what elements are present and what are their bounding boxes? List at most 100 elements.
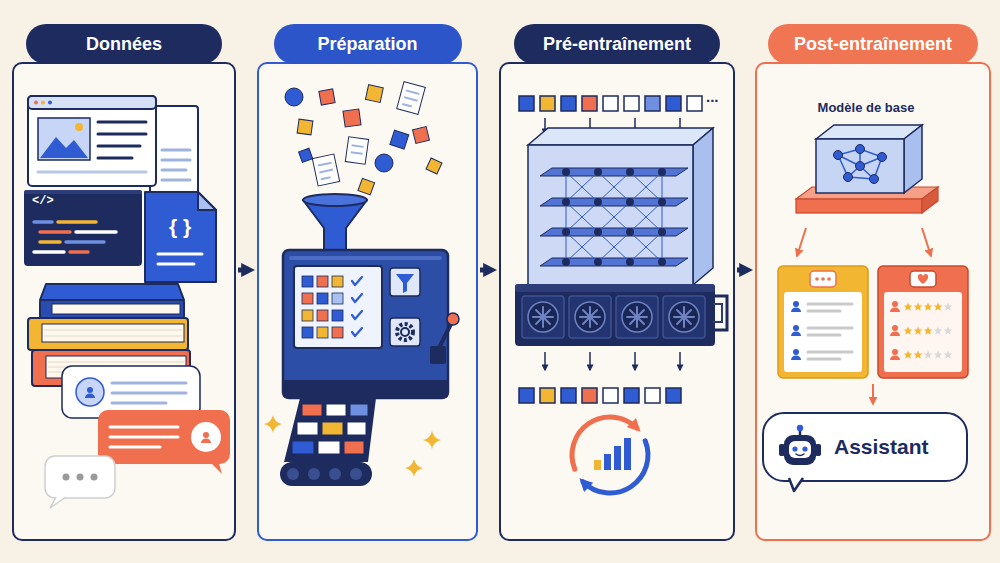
- model-label: Modèle de base: [818, 100, 915, 115]
- neural-network-block: [626, 228, 634, 236]
- branch-arrow: [922, 228, 931, 256]
- funnel: [303, 200, 367, 252]
- book-stack: [52, 304, 180, 314]
- rating-card: [924, 303, 933, 311]
- neural-network-block: [594, 228, 602, 236]
- raw-data-pieces: [404, 97, 418, 101]
- token-row: [624, 388, 639, 403]
- token-row: [519, 96, 702, 111]
- instruction-card: [810, 271, 836, 287]
- token-row: [519, 96, 534, 111]
- robot-icon: [797, 425, 803, 431]
- gpu-rack: [522, 296, 705, 338]
- typing-bubble: [63, 474, 70, 481]
- neural-network-block: [528, 128, 713, 285]
- flow-tick: [589, 352, 591, 370]
- rating-card: [904, 303, 953, 359]
- cube-icon: [792, 121, 940, 221]
- neural-network-block: [566, 232, 662, 262]
- typing-bubble: [50, 497, 66, 508]
- rating-card: [904, 327, 913, 335]
- raw-data-pieces: [345, 137, 368, 165]
- document-icon: [162, 169, 186, 172]
- branch-arrow: [872, 384, 874, 404]
- conveyor-belt: [344, 441, 364, 454]
- gpu-rack: [622, 302, 652, 332]
- flow-arrow: [238, 268, 244, 273]
- raw-data-pieces: [312, 154, 339, 186]
- processing-machine: [302, 310, 313, 321]
- neural-network-block: [594, 168, 602, 176]
- rating-card: [944, 327, 953, 335]
- chat-bubble: [110, 446, 160, 449]
- neural-network-block: [540, 198, 688, 206]
- gpu-rack: [515, 284, 715, 292]
- chat-bubble: [98, 410, 230, 474]
- token-row: [582, 96, 597, 111]
- code-editor-icon: [24, 190, 142, 266]
- flow-tick: [679, 352, 681, 370]
- instruction-card: [821, 277, 825, 281]
- processing-machine: [332, 310, 343, 321]
- gpu-rack: [627, 307, 647, 327]
- token-row: [561, 96, 576, 111]
- rating-card: [904, 303, 913, 311]
- robot-icon: [796, 454, 804, 456]
- document-icon: [162, 179, 190, 182]
- funnel: [303, 194, 367, 206]
- raw-data-pieces: [321, 177, 331, 179]
- sparkle: [264, 415, 282, 433]
- processing-machine: [317, 276, 328, 287]
- processing-machine: [283, 380, 448, 398]
- panel-title: Préparation: [274, 24, 462, 64]
- sparkle: [264, 415, 441, 477]
- conveyor-belt: [287, 468, 299, 480]
- instruction-card: [827, 277, 831, 281]
- instruction-card: [791, 301, 801, 312]
- flow-arrow: [480, 268, 486, 273]
- conveyor-belt: [329, 468, 341, 480]
- processing-machine: [302, 276, 313, 287]
- web-page-icon: [38, 171, 146, 174]
- token-row: [519, 388, 681, 403]
- web-page-icon: [98, 121, 146, 124]
- conveyor-belt: [280, 462, 372, 486]
- book-stack: [40, 284, 184, 300]
- rating-card: [914, 303, 923, 311]
- neural-network-block: [562, 228, 570, 236]
- web-page-icon: [98, 122, 146, 158]
- conveyor-belt: [280, 398, 376, 486]
- robot-icon: [802, 446, 807, 451]
- rating-card: [904, 351, 913, 359]
- document-icon: [162, 149, 190, 152]
- cube-face: [904, 125, 922, 193]
- gpu-rack: [515, 284, 727, 346]
- training-loop: [624, 438, 631, 470]
- rating-card: [944, 303, 953, 311]
- flow-arrow: [737, 268, 742, 273]
- book-stack: [28, 318, 188, 350]
- chat-bubble: [110, 427, 178, 447]
- rating-card: [878, 266, 968, 378]
- code-file-icon: [145, 192, 216, 282]
- neural-network-block: [658, 258, 666, 266]
- gpu-rack: [522, 296, 564, 338]
- web-page-icon: [48, 101, 52, 105]
- chat-bubble: [112, 382, 186, 385]
- web-page-icon: [34, 101, 38, 105]
- rating-card: [890, 301, 900, 360]
- panel-ground: [12, 62, 236, 541]
- code-editor-icon: [66, 240, 104, 244]
- web-page-icon: [28, 96, 156, 186]
- gpu-rack: [674, 307, 694, 327]
- connector-group: [238, 270, 742, 271]
- instruction-card: [808, 327, 852, 330]
- book-stack: [42, 324, 184, 342]
- brace-symbol: { }: [169, 216, 191, 237]
- web-page-icon: [40, 137, 88, 158]
- assistant-label: Assistant: [834, 435, 929, 459]
- code-symbol: </>: [32, 195, 54, 207]
- instruction-card: [778, 266, 868, 378]
- flow-tick: [545, 352, 680, 370]
- network-node: [856, 145, 865, 154]
